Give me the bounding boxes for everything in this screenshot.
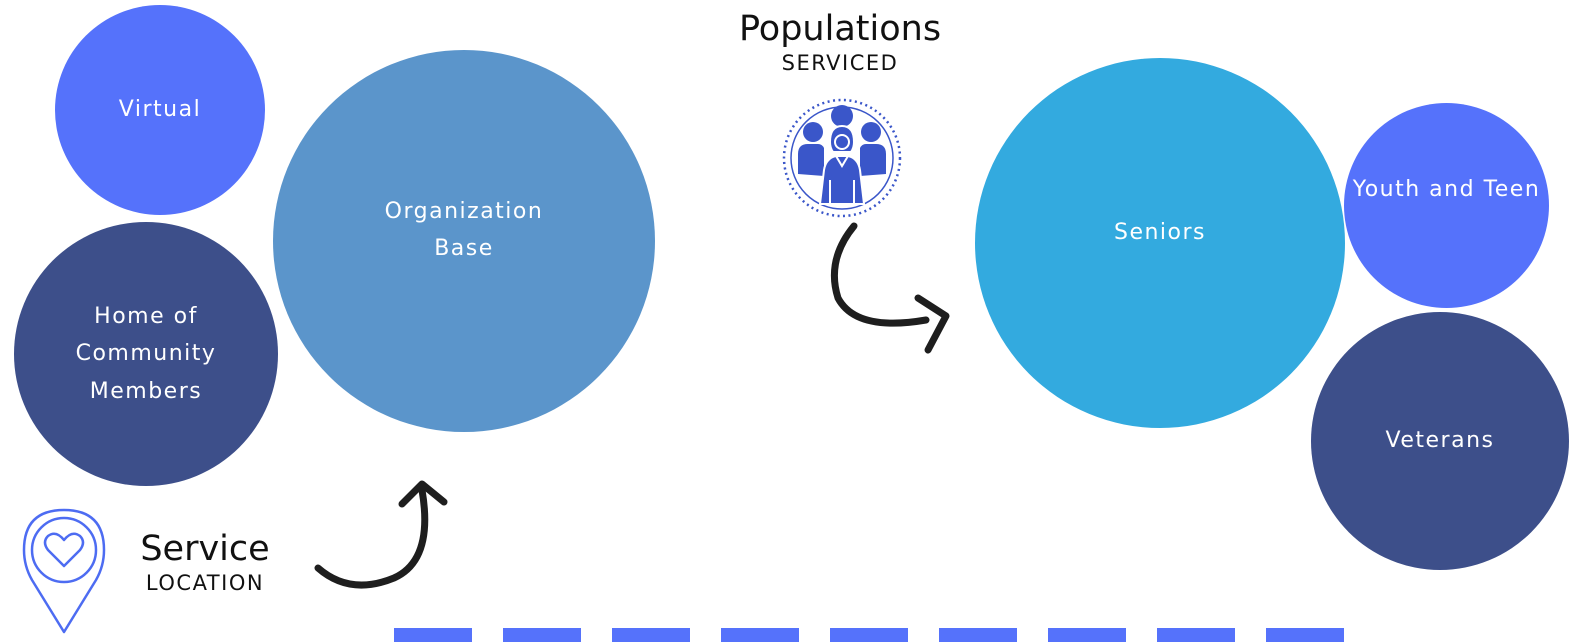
organization-base-bubble: Organization Base [273,50,655,432]
virtual-bubble: Virtual [55,5,265,215]
footer-bar [394,628,472,642]
footer-bar [1157,628,1235,642]
footer-bar [830,628,908,642]
home-label-line-1: Home of [94,303,198,329]
service-subtitle: LOCATION [145,571,265,595]
footer-bar [1048,628,1126,642]
location-heart-pin-icon [22,508,106,634]
curved-arrow-to-organization-base [314,480,448,589]
footer-bar [939,628,1017,642]
veterans-label: Veterans [1385,428,1495,454]
populations-title: Populations [738,9,942,49]
home-of-community-members-bubble: Home of Community Members [14,222,278,486]
youth-and-teen-bubble: Youth and Teen [1344,103,1549,308]
org-label-line-2: Base [434,236,494,261]
veterans-bubble: Veterans [1311,312,1569,570]
populations-heading: Populations SERVICED [720,8,960,77]
home-label-line-3: Members [89,378,203,404]
seniors-label: Seniors [1113,220,1207,246]
virtual-label: Virtual [118,97,202,123]
people-group-icon [782,98,902,218]
footer-bar [612,628,690,642]
footer-bar [721,628,799,642]
populations-subtitle: SERVICED [781,51,899,75]
seniors-bubble: Seniors [975,58,1345,428]
footer-bar [1266,628,1344,642]
home-label-line-2: Community [75,341,217,367]
curved-arrow-to-seniors [830,222,950,354]
service-location-heading: Service LOCATION [115,528,295,597]
org-label-line-1: Organization [384,198,544,224]
service-title: Service [140,529,270,569]
footer-bar [503,628,581,642]
youth-label: Youth and Teen [1352,176,1541,202]
